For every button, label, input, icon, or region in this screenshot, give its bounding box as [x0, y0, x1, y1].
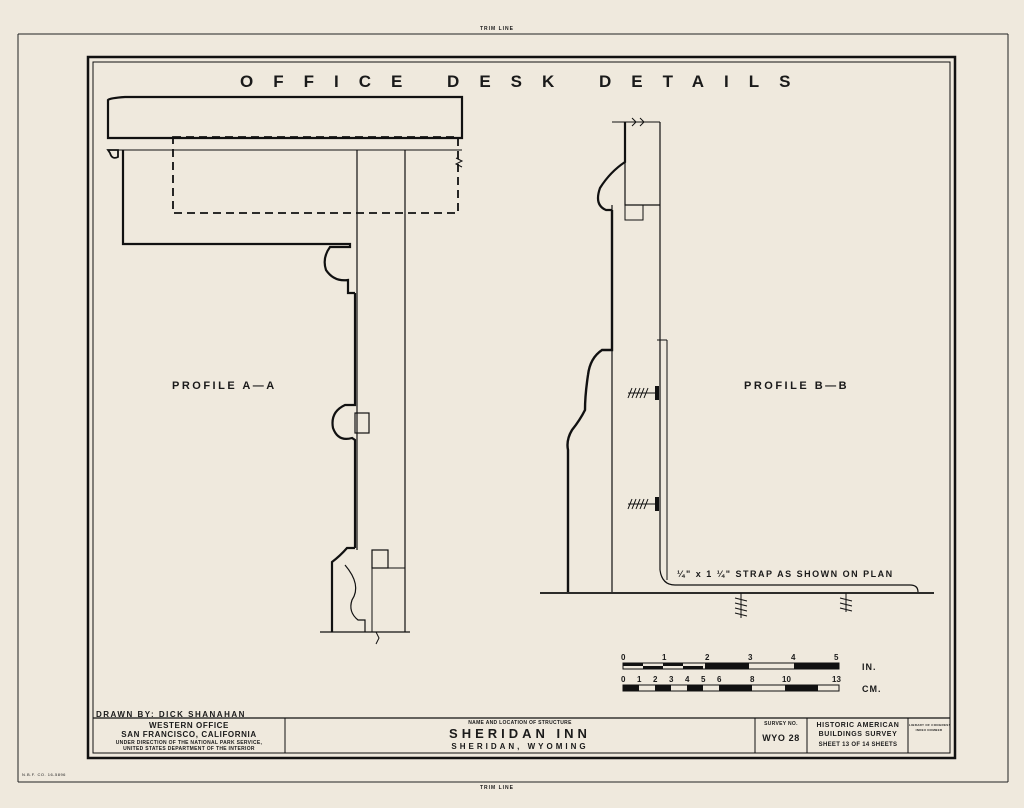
- drawn-by: DRAWN BY: DICK SHANAHAN: [96, 710, 246, 719]
- scale-cm-tick: 8: [750, 675, 755, 684]
- office-line1: UNDER DIRECTION OF THE NATIONAL PARK SER…: [115, 740, 263, 746]
- scale-in-unit: IN.: [862, 662, 877, 672]
- habs-sheet: SHEET 13 OF 14 SHEETS: [818, 742, 898, 748]
- survey-number: WYO 28: [762, 733, 800, 743]
- scale-in-tick: 2: [705, 653, 710, 662]
- library-line2: INDEX NUMBER: [915, 728, 943, 732]
- survey-label: SURVEY NO.: [764, 721, 798, 727]
- library-line1: LIBRARY OF CONGRESS: [909, 723, 951, 727]
- habs-line1: HISTORIC AMERICAN: [816, 722, 900, 729]
- office-name: WESTERN OFFICE: [149, 721, 229, 730]
- structure-caption: NAME AND LOCATION OF STRUCTURE: [468, 720, 572, 726]
- scale-cm-tick: 5: [701, 675, 706, 684]
- strap-note: ¼" x 1 ¼" STRAP AS SHOWN ON PLAN: [677, 569, 894, 579]
- scale-cm-tick: 10: [782, 675, 791, 684]
- scale-cm-tick: 3: [669, 675, 674, 684]
- habs-line2: BUILDINGS SURVEY: [818, 731, 898, 738]
- structure-location: SHERIDAN, WYOMING: [451, 742, 589, 751]
- office-line2: UNITED STATES DEPARTMENT OF THE INTERIOR: [123, 746, 255, 752]
- scale-in-tick: 0: [621, 653, 626, 662]
- scale-in-tick: 4: [791, 653, 796, 662]
- scale-in-tick: 1: [662, 653, 667, 662]
- scale-cm-tick: 1: [637, 675, 642, 684]
- scale-cm-tick: 13: [832, 675, 841, 684]
- office-city: SAN FRANCISCO, CALIFORNIA: [121, 730, 257, 739]
- plate-code: N.B.F. CO. 16-5896: [22, 772, 66, 777]
- scale-cm-tick: 0: [621, 675, 626, 684]
- trim-line-label-bottom: TRIM LINE: [480, 785, 514, 791]
- profile-b-label: PROFILE B—B: [744, 380, 850, 392]
- scale-cm-tick: 2: [653, 675, 658, 684]
- structure-name: SHERIDAN INN: [449, 726, 591, 741]
- scale-in-tick: 3: [748, 653, 753, 662]
- scale-cm-tick: 6: [717, 675, 722, 684]
- profile-a-label: PROFILE A—A: [172, 380, 277, 392]
- scale-in-tick: 5: [834, 653, 839, 662]
- trim-line-label-top: TRIM LINE: [480, 26, 514, 32]
- scale-cm-unit: CM.: [862, 684, 882, 694]
- scale-cm-tick: 4: [685, 675, 690, 684]
- sheet-title: OFFICE DESK DETAILS: [240, 72, 811, 91]
